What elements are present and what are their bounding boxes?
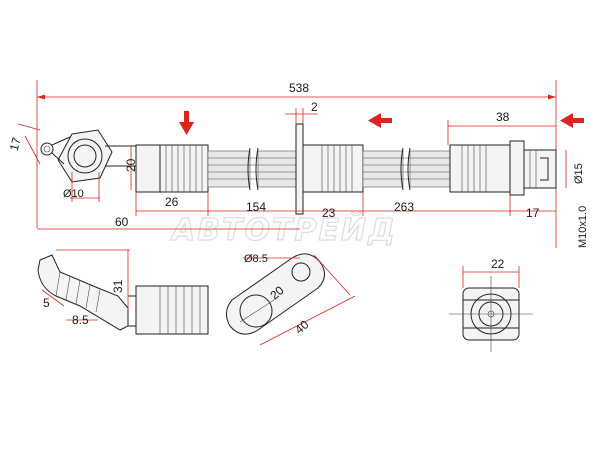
middle-ferrule [295, 123, 364, 215]
mounting-bracket [226, 253, 325, 335]
threaded-fitting [509, 140, 557, 196]
arrow-down-icon [179, 111, 194, 135]
tube-diameter-label: Ø15 [573, 163, 585, 184]
collar-thickness-label: 2 [311, 100, 318, 114]
right-ferrule [449, 144, 511, 193]
hose-section-1-label: 154 [246, 200, 266, 214]
dim-bracket-height: 17 [7, 123, 41, 165]
bracket-hole-label: Ø8.5 [244, 253, 268, 265]
hose-section-2-label: 263 [394, 200, 414, 214]
dim-chain: 26 154 23 263 17 [135, 192, 556, 220]
left-offset-label: 60 [115, 215, 129, 229]
bent-c-label: 31 [111, 279, 125, 293]
eye-hole-label: Ø10 [63, 188, 84, 200]
thread-label: M10x1.0 [577, 206, 589, 248]
left-ferrule-label: 26 [165, 195, 179, 209]
bent-a-label: 5 [43, 296, 50, 310]
right-tip-label: 17 [526, 206, 540, 220]
watermark: АВТОТРЕЙД [170, 212, 397, 248]
dim-eye-hole: Ø10 [63, 172, 100, 202]
right-fitting-label: 38 [496, 110, 510, 124]
dim-left-offset: 60 [37, 215, 300, 230]
middle-ferrule-label: 23 [322, 206, 336, 220]
end-face-view [449, 276, 533, 352]
hose-section-2 [362, 147, 451, 191]
dim-collar-thickness: 2 [285, 100, 318, 124]
arrow-left-icon [368, 113, 392, 128]
bent-fitting-view [37, 254, 209, 335]
dim-right-fitting: 38 [447, 110, 556, 145]
banjo-eye-fitting [40, 129, 136, 183]
hose-section-1 [207, 147, 301, 191]
end-face-label: 22 [491, 257, 505, 271]
dim-tube-diameter: Ø15 [565, 150, 585, 188]
fitting-width-label: 20 [124, 158, 138, 172]
total-length-label: 538 [289, 81, 309, 95]
dim-total-length: 538 [36, 80, 557, 248]
dim-end-face: 22 [462, 257, 520, 288]
dim-fitting-width: 20 [124, 146, 138, 190]
arrow-left-icon [560, 113, 584, 128]
dim-bracket: Ø8.5 20 40 [243, 253, 356, 346]
bent-b-label: 8.5 [72, 313, 89, 327]
left-ferrule [135, 144, 209, 193]
dim-bent-fitting: 5 8.5 31 [41, 249, 130, 327]
bracket-height-label: 17 [7, 136, 24, 153]
